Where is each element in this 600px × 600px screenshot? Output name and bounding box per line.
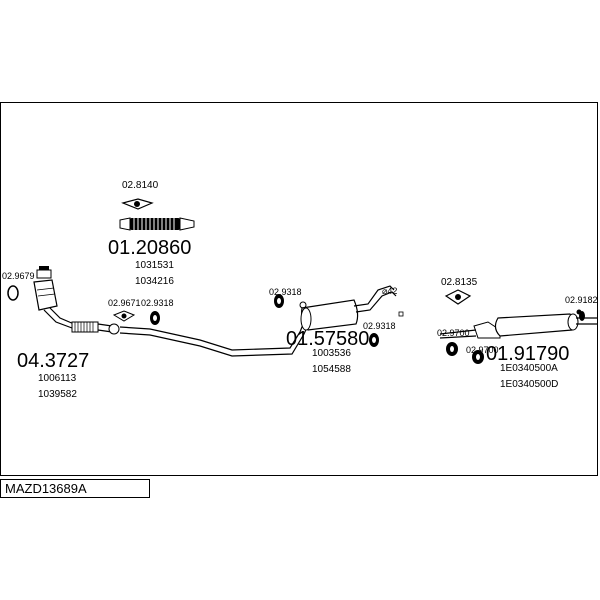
rubber-mount-9318-c[interactable] bbox=[369, 333, 379, 347]
label-8140: 02.8140 bbox=[122, 180, 159, 191]
diagram-frame bbox=[0, 102, 598, 476]
label-9318-a: 02.9318 bbox=[141, 298, 174, 308]
rear-silencer-91790[interactable] bbox=[439, 309, 598, 339]
ref-1E0340500D: 1E0340500D bbox=[500, 379, 558, 390]
rubber-mount-9182[interactable] bbox=[579, 311, 585, 321]
label-9671: 02.9671 bbox=[108, 298, 141, 308]
flex-pipe-20860[interactable] bbox=[119, 217, 195, 231]
rubber-mount-9700-b[interactable] bbox=[472, 350, 484, 364]
ref-1E0340500A: 1E0340500A bbox=[500, 363, 558, 374]
gasket-9671[interactable] bbox=[112, 310, 136, 322]
label-9318-b: 02.9318 bbox=[269, 287, 302, 297]
diagram-code: MAZD13689A bbox=[0, 479, 150, 498]
label-3727: 04.3727 bbox=[17, 350, 89, 372]
ref-1003536: 1003536 bbox=[312, 348, 351, 359]
ref-1031531: 1031531 bbox=[135, 260, 174, 271]
label-8135: 02.8135 bbox=[441, 277, 478, 288]
middle-silencer-57580[interactable] bbox=[119, 285, 397, 357]
label-9700-a: 02.9700 bbox=[437, 328, 470, 338]
label-20860: 01.20860 bbox=[108, 237, 191, 259]
label-57580: 01.57580 bbox=[286, 328, 369, 350]
label-diameter-42: ⌀42 bbox=[382, 286, 397, 296]
gasket-9679[interactable] bbox=[7, 285, 19, 301]
ref-1034216: 1034216 bbox=[135, 276, 174, 287]
label-9700-b: 02.9700 bbox=[466, 345, 499, 355]
label-9318-c: 02.9318 bbox=[363, 321, 396, 331]
label-91790: 01.91790 bbox=[486, 343, 569, 365]
pipe-end-marker bbox=[398, 311, 404, 317]
front-pipe-catalyst[interactable] bbox=[33, 266, 120, 335]
label-9182: 02.9182 bbox=[565, 295, 598, 305]
ref-1039582: 1039582 bbox=[38, 389, 77, 400]
rubber-mount-9700-a[interactable] bbox=[446, 342, 458, 356]
rubber-mount-9318-a[interactable] bbox=[150, 311, 160, 325]
rubber-mount-9318-b[interactable] bbox=[274, 294, 284, 308]
label-9679: 02.9679 bbox=[2, 271, 35, 281]
ref-1054588: 1054588 bbox=[312, 364, 351, 375]
gasket-8135[interactable] bbox=[444, 289, 472, 305]
gasket-8140[interactable] bbox=[121, 198, 154, 210]
ref-1006113: 1006113 bbox=[38, 373, 77, 384]
